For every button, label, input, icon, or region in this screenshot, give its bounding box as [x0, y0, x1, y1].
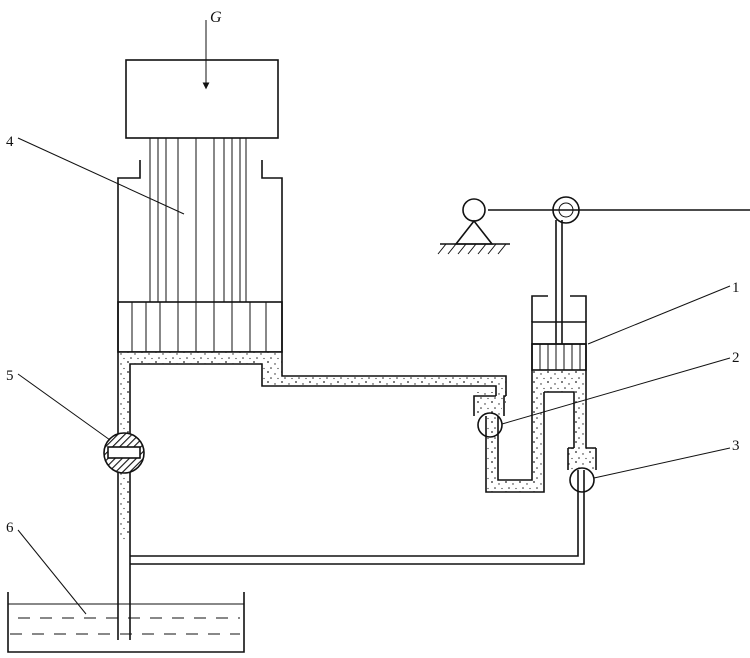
oil-channels: [118, 352, 596, 540]
large-cylinder: [117, 137, 283, 353]
load-block: [125, 59, 279, 139]
pivot-pin: [462, 198, 486, 222]
label-force-G: G: [210, 9, 222, 26]
label-5: 5: [6, 368, 14, 384]
check-valve-3-ball: [569, 467, 595, 493]
label-1: 1: [732, 280, 740, 296]
release-valve: [103, 432, 145, 474]
lever-mechanism: [437, 196, 750, 255]
rod-pin: [552, 196, 580, 224]
small-piston: [531, 220, 587, 371]
fixed-support: [454, 219, 494, 245]
label-4: 4: [6, 134, 14, 150]
large-piston-head: [117, 301, 283, 353]
leader-lines: [17, 137, 731, 615]
channel-outlines: [117, 295, 597, 640]
large-piston-ram: [149, 137, 247, 303]
label-2: 2: [732, 350, 740, 366]
label-6: 6: [6, 520, 14, 536]
label-3: 3: [732, 438, 740, 454]
oil-reservoir: [7, 592, 245, 653]
check-valve-2-ball: [477, 412, 503, 438]
